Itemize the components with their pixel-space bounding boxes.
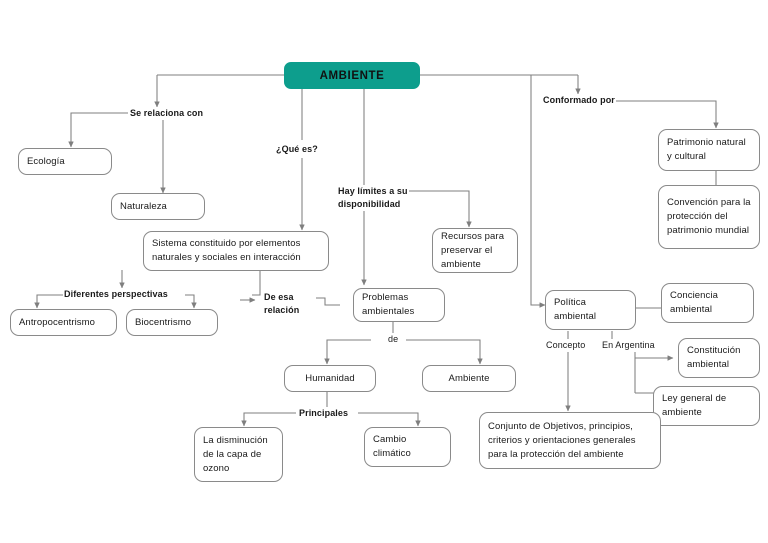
- node-humanidad[interactable]: Humanidad: [284, 365, 376, 392]
- edge-label-diferentes-perspectivas: Diferentes perspectivas: [63, 288, 169, 301]
- edge-principales-to-ozono: [241, 412, 296, 427]
- edge-se-relaciona-to-ecologia: [68, 112, 128, 148]
- edge-label-se-relaciona-con: Se relaciona con: [129, 107, 205, 120]
- edge-perspectivas-to-biocentrismo: [185, 294, 197, 309]
- edge-label-conformado-por: Conformado por: [542, 94, 616, 107]
- edge-hay-limites-to-recursos: [405, 190, 472, 228]
- edge-label-principales: Principales: [298, 407, 350, 420]
- node-biocentrismo[interactable]: Biocentrismo: [126, 309, 218, 336]
- edge-label-de: de: [387, 333, 400, 346]
- node-conciencia-ambiental[interactable]: Conciencia ambiental: [661, 283, 754, 323]
- node-convencion-patrimonio-mundial[interactable]: Convención para la protección del patrim…: [658, 185, 760, 249]
- node-ambiente-root[interactable]: AMBIENTE: [284, 62, 420, 89]
- node-conjunto-objetivos[interactable]: Conjunto de Objetivos, principios, crite…: [479, 412, 661, 469]
- node-cambio-climatico[interactable]: Cambio climático: [364, 427, 451, 467]
- node-problemas-ambientales[interactable]: Problemas ambientales: [353, 288, 445, 322]
- node-antropocentrismo[interactable]: Antropocentrismo: [10, 309, 117, 336]
- edge-sistema-to-de-esa-relacion-stub: [252, 270, 261, 296]
- node-ley-general-ambiente[interactable]: Ley general de ambiente: [653, 386, 760, 426]
- node-patrimonio-natural-cultural[interactable]: Patrimonio natural y cultural: [658, 129, 760, 171]
- edge-label-de-esa-relacion: De esa relación: [263, 291, 301, 317]
- node-disminucion-capa-ozono[interactable]: La disminución de la capa de ozono: [194, 427, 283, 482]
- edge-de-to-ambiente: [406, 339, 483, 365]
- node-sistema-constituido[interactable]: Sistema constituido por elementos natura…: [143, 231, 329, 271]
- edge-label-hay-limites: Hay límites a su disponibilidad: [337, 185, 409, 211]
- edge-principales-to-cambio: [358, 412, 421, 427]
- edge-label-que-es: ¿Qué es?: [275, 143, 319, 156]
- edge-label-concepto: Concepto: [545, 339, 587, 352]
- node-constitucion-ambiental[interactable]: Constitución ambiental: [678, 338, 760, 378]
- edge-conformado-to-patrimonio: [613, 100, 719, 129]
- node-naturaleza[interactable]: Naturaleza: [111, 193, 205, 220]
- edge-de-to-humanidad: [324, 339, 371, 365]
- edge-root-to-politica: [530, 75, 546, 308]
- node-politica-ambiental[interactable]: Política ambiental: [545, 290, 636, 330]
- node-ambiente-sub[interactable]: Ambiente: [422, 365, 516, 392]
- node-ecologia[interactable]: Ecología: [18, 148, 112, 175]
- edge-perspectivas-to-antropocentrismo: [34, 294, 71, 309]
- edge-de-esa-relacion-to-problemas: [316, 297, 340, 306]
- edge-label-en-argentina: En Argentina: [601, 339, 656, 352]
- node-recursos-preservar[interactable]: Recursos para preservar el ambiente: [432, 228, 518, 273]
